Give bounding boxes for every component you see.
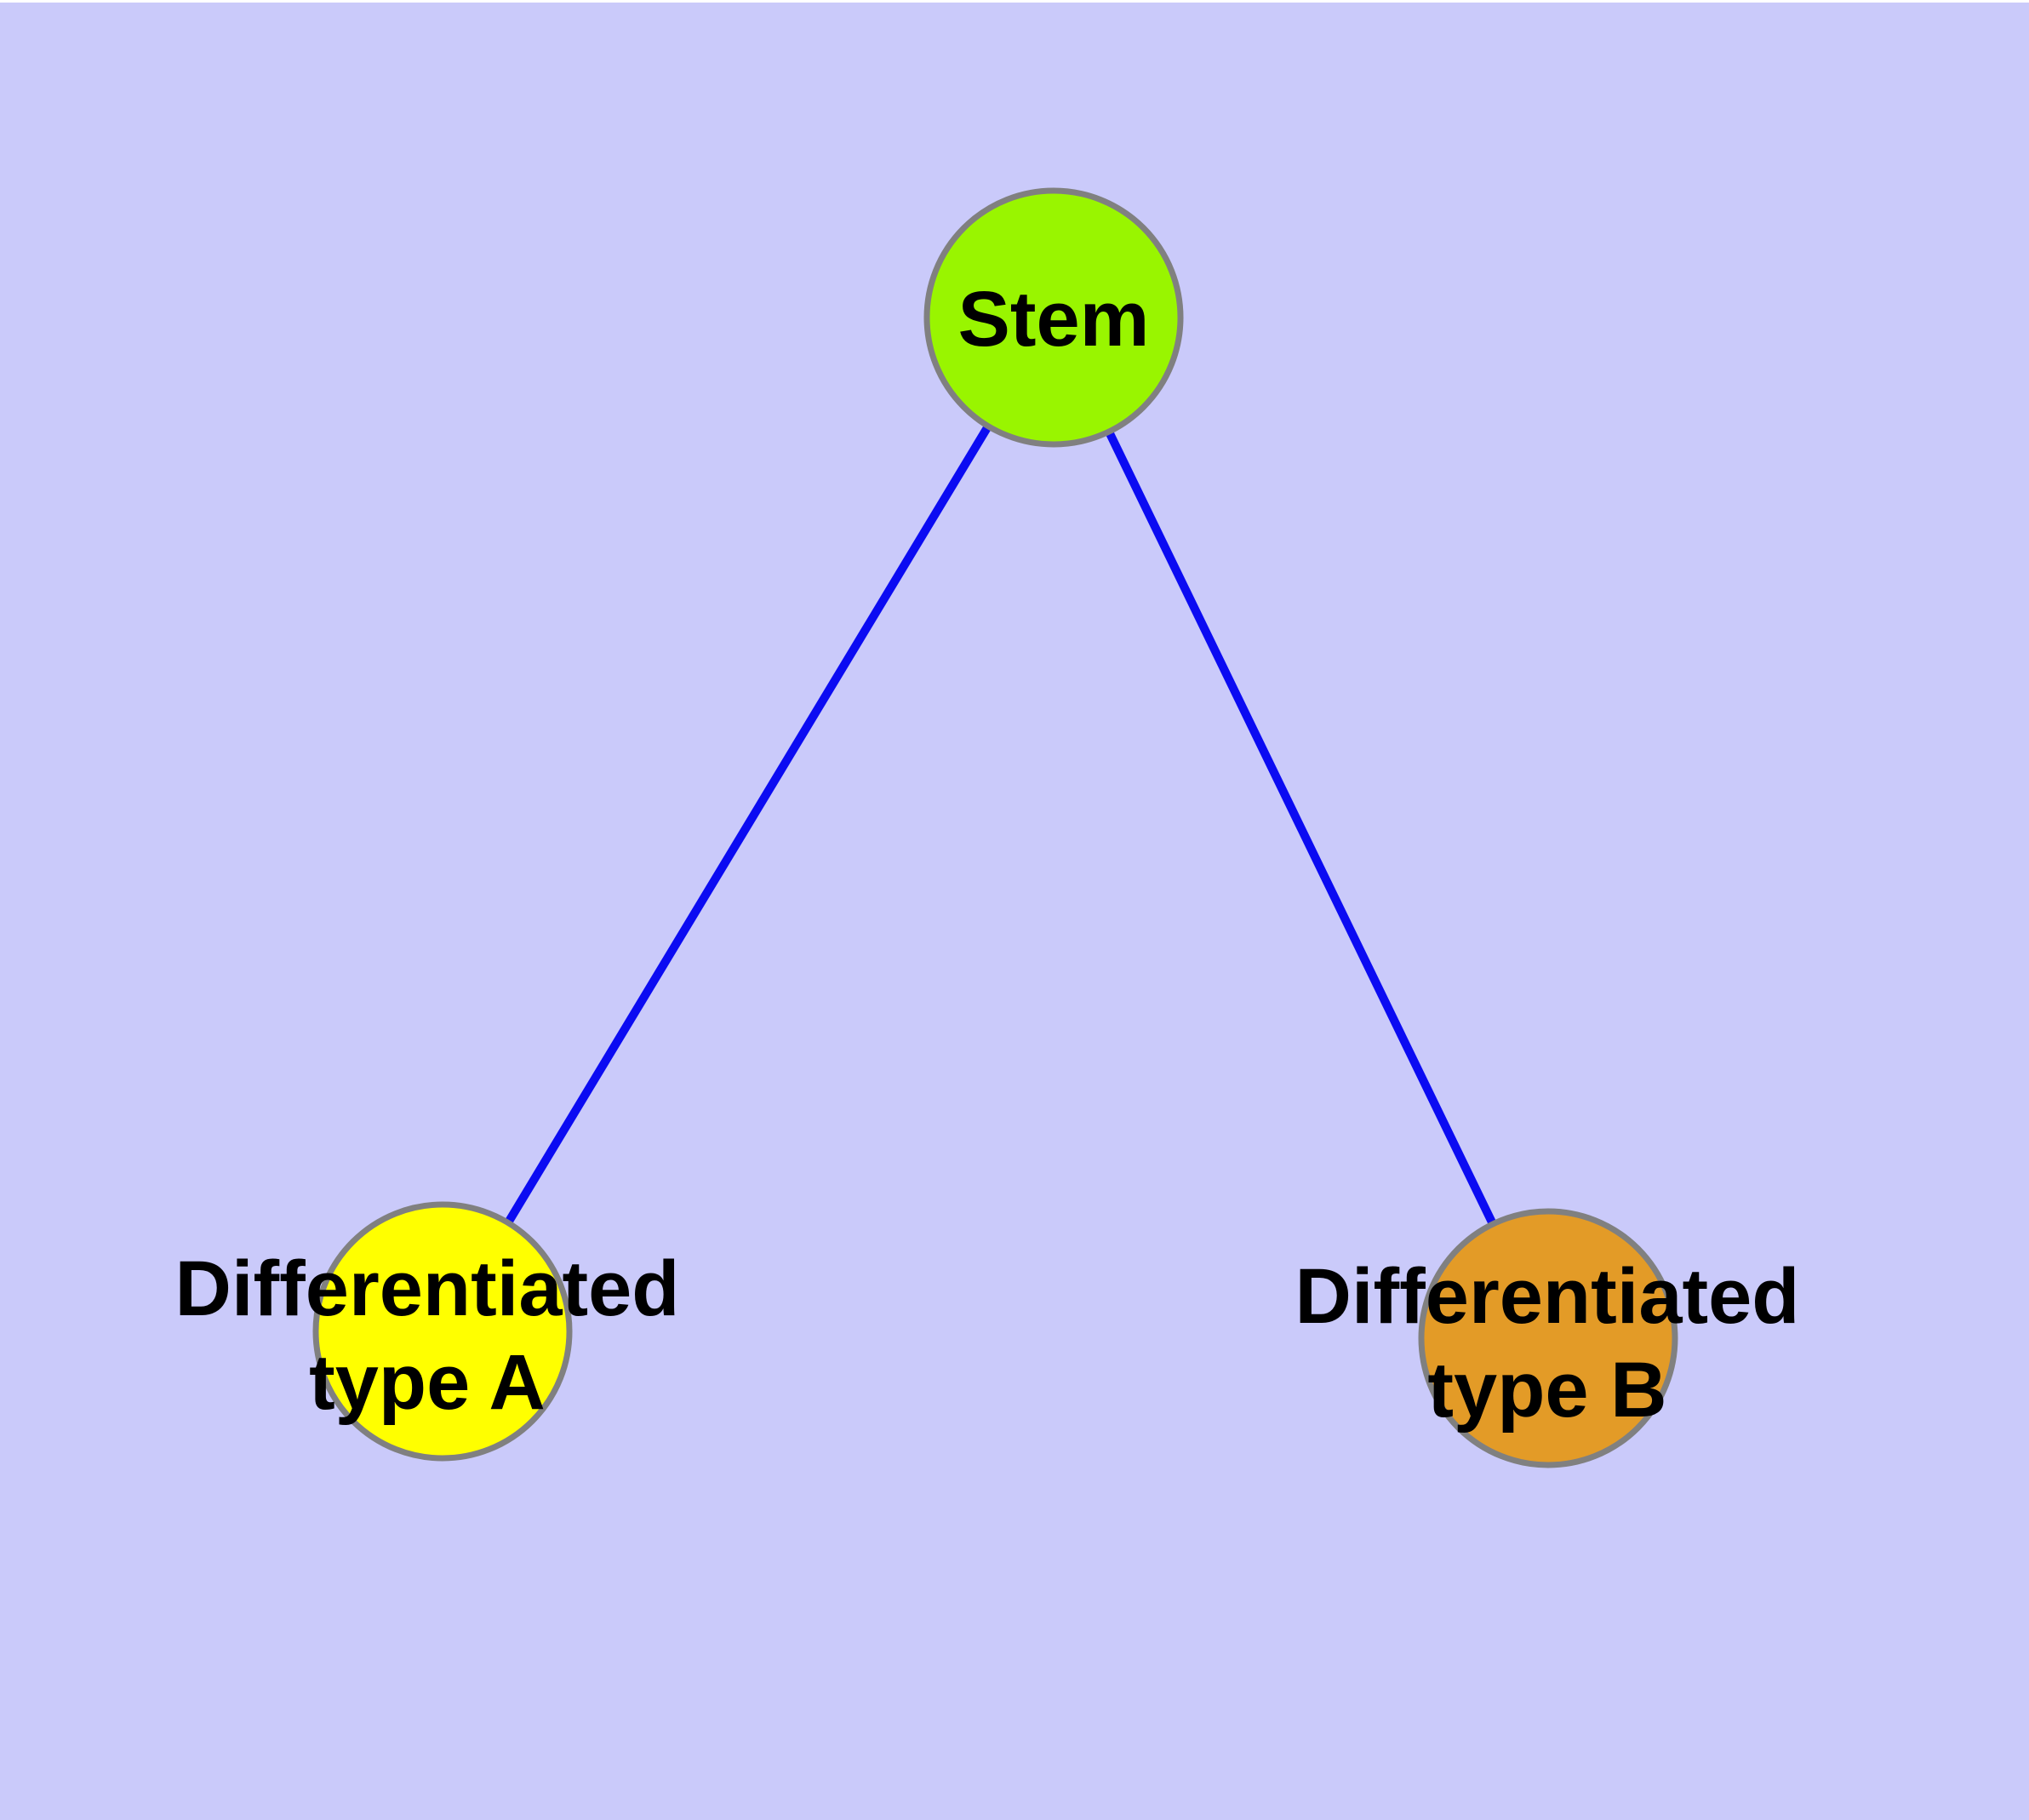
graph-svg [0, 3, 2029, 1820]
node-differentiated-type-a-label-line1: Differentiated [174, 1245, 680, 1332]
edge-stem-to-type-b [1049, 315, 1552, 1341]
node-differentiated-type-a-label-line2: type A [309, 1339, 546, 1426]
node-differentiated-type-b-circle[interactable] [1418, 1208, 1678, 1468]
node-differentiated-type-b-label-line2: type B [1427, 1347, 1667, 1434]
node-differentiated-type-a-label: Differentiated type A [175, 1242, 680, 1429]
node-differentiated-type-b-label-line1: Differentiated [1295, 1253, 1800, 1340]
edge-stem-to-type-a [438, 315, 1058, 1334]
node-differentiated-type-a-circle[interactable] [312, 1201, 573, 1462]
node-stem-label: Stem [957, 276, 1150, 363]
node-differentiated-type-b-label: Differentiated type B [1295, 1250, 1800, 1437]
node-stem-circle[interactable] [923, 187, 1184, 448]
